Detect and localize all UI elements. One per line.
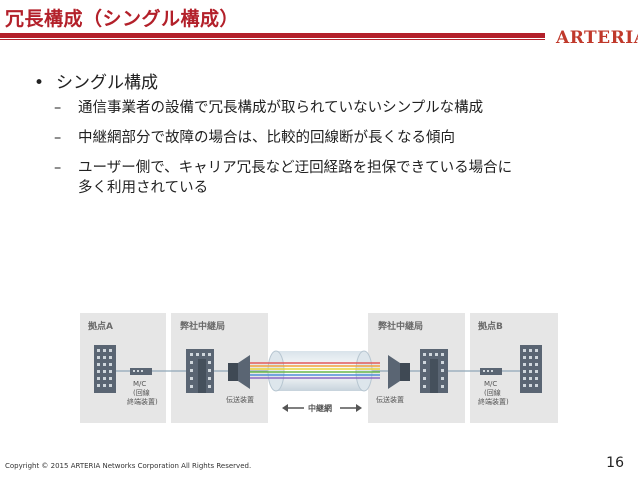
bullet-dot-icon: • <box>34 73 45 93</box>
site-a-label: 拠点A <box>88 320 113 332</box>
page-number: 16 <box>606 455 624 471</box>
office-left-building-icon <box>186 349 214 393</box>
relay-network-label: 中継網 <box>308 403 332 413</box>
sub-item-text: 通信事業者の設備で冗長構成が取られていないシンプルな構成 <box>78 100 484 116</box>
transmission-right-label: 伝送装置 <box>376 395 404 404</box>
site-b-building-icon <box>520 345 542 393</box>
title-rule <box>0 33 545 38</box>
network-diagram: 拠点A 弊社中継局 弊社中継局 拠点B M/C (回線 終端装置) <box>80 313 558 423</box>
sub-item-2: –中継網部分で故障の場合は、比較的回線断が長くなる傾向 <box>54 128 455 148</box>
relay-network-cable <box>250 350 380 392</box>
mc-right-label-3: 終端装置) <box>478 397 509 406</box>
transmission-left-label: 伝送装置 <box>226 395 254 404</box>
bullet-item: • シングル構成 <box>34 68 158 93</box>
transmission-right-device-icon <box>388 355 410 389</box>
copyright-footer: Copyright © 2015 ARTERIA Networks Corpor… <box>5 462 252 470</box>
sub-item-1: –通信事業者の設備で冗長構成が取られていないシンプルな構成 <box>54 98 483 118</box>
office-left-label: 弊社中継局 <box>180 320 225 332</box>
dash-icon: – <box>54 100 62 116</box>
mc-left-label-1: M/C <box>133 380 146 388</box>
dash-icon: – <box>54 130 62 146</box>
dash-icon: – <box>54 160 62 176</box>
relay-network-arrow-icon <box>282 404 362 412</box>
title-rule-thin <box>0 39 545 40</box>
site-b-label: 拠点B <box>478 320 503 332</box>
sub-item-text-line1: ユーザー側で、キャリア冗長など迂回経路を担保できている場合に <box>78 160 513 176</box>
office-right-label: 弊社中継局 <box>378 320 423 332</box>
site-a-building-icon <box>94 345 116 393</box>
mc-right-label-1: M/C <box>484 380 497 388</box>
mc-left-label-3: 終端装置) <box>127 397 158 406</box>
sub-item-text-line2: 多く利用されている <box>78 180 209 196</box>
mc-right-label-2: (回線 <box>484 388 501 397</box>
mc-left-device-icon <box>130 368 152 375</box>
mc-left-label-2: (回線 <box>133 388 150 397</box>
sub-item-text: 中継網部分で故障の場合は、比較的回線断が長くなる傾向 <box>78 130 455 146</box>
transmission-left-device-icon <box>228 355 250 389</box>
office-right-building-icon <box>420 349 448 393</box>
arteria-logo: ARTERIA <box>556 28 638 48</box>
office-right-panel <box>368 313 465 423</box>
sub-item-3: –ユーザー側で、キャリア冗長など迂回経路を担保できている場合に 多く利用されてい… <box>54 158 512 198</box>
mc-right-device-icon <box>480 368 502 375</box>
bullet-text: シングル構成 <box>56 73 158 93</box>
slide-title: 冗長構成（シングル構成） <box>5 8 240 30</box>
